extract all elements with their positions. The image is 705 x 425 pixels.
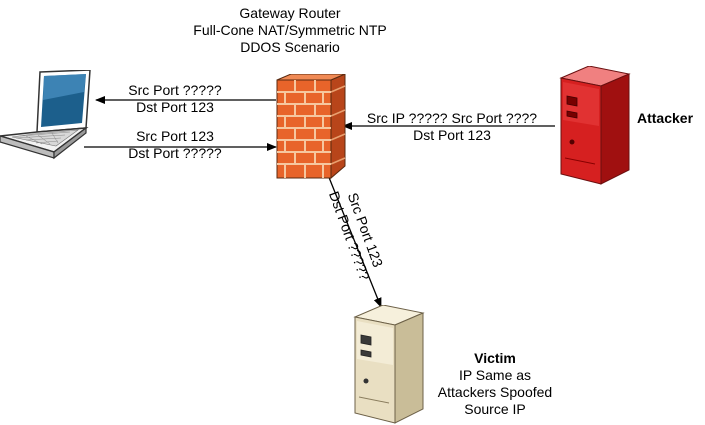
title-line-1: Gateway Router xyxy=(239,5,341,21)
arrow-firewall-to-victim xyxy=(319,154,382,308)
title-line-3: DDOS Scenario xyxy=(240,39,340,55)
attacker-label: Attacker xyxy=(637,110,694,126)
label-dst-port-123: Dst Port 123 xyxy=(136,99,214,115)
label-firewall-to-laptop: Src Port ????? Dst Port 123 xyxy=(110,82,240,116)
victim-label: Victim IP Same as Attackers Spoofed Sour… xyxy=(425,350,565,418)
attacker-server-icon xyxy=(555,65,631,191)
victim-desc-2: Attackers Spoofed xyxy=(437,384,553,400)
label-src-port-123: Src Port 123 xyxy=(136,128,214,144)
victim-title: Victim xyxy=(474,350,516,366)
label-laptop-to-firewall: Src Port 123 Dst Port ????? xyxy=(110,128,240,162)
laptop-icon xyxy=(0,69,96,165)
diagram-title: Gateway Router Full-Cone NAT/Symmetric N… xyxy=(155,5,425,56)
label-spoofed-src: Src IP ????? Src Port ???? xyxy=(366,110,538,126)
label-dst-port-unknown: Dst Port ????? xyxy=(128,145,222,161)
title-line-2: Full-Cone NAT/Symmetric NTP xyxy=(193,22,387,38)
victim-desc-3: Source IP xyxy=(464,401,526,417)
victim-desc-1: IP Same as xyxy=(458,367,532,383)
label-attacker-dst-port: Dst Port 123 xyxy=(413,127,491,143)
label-src-port-unknown: Src Port ????? xyxy=(128,82,222,98)
victim-server-icon xyxy=(349,304,425,425)
firewall-icon xyxy=(275,73,347,185)
label-attacker-to-firewall: Src IP ????? Src Port ???? Dst Port 123 xyxy=(352,110,552,144)
